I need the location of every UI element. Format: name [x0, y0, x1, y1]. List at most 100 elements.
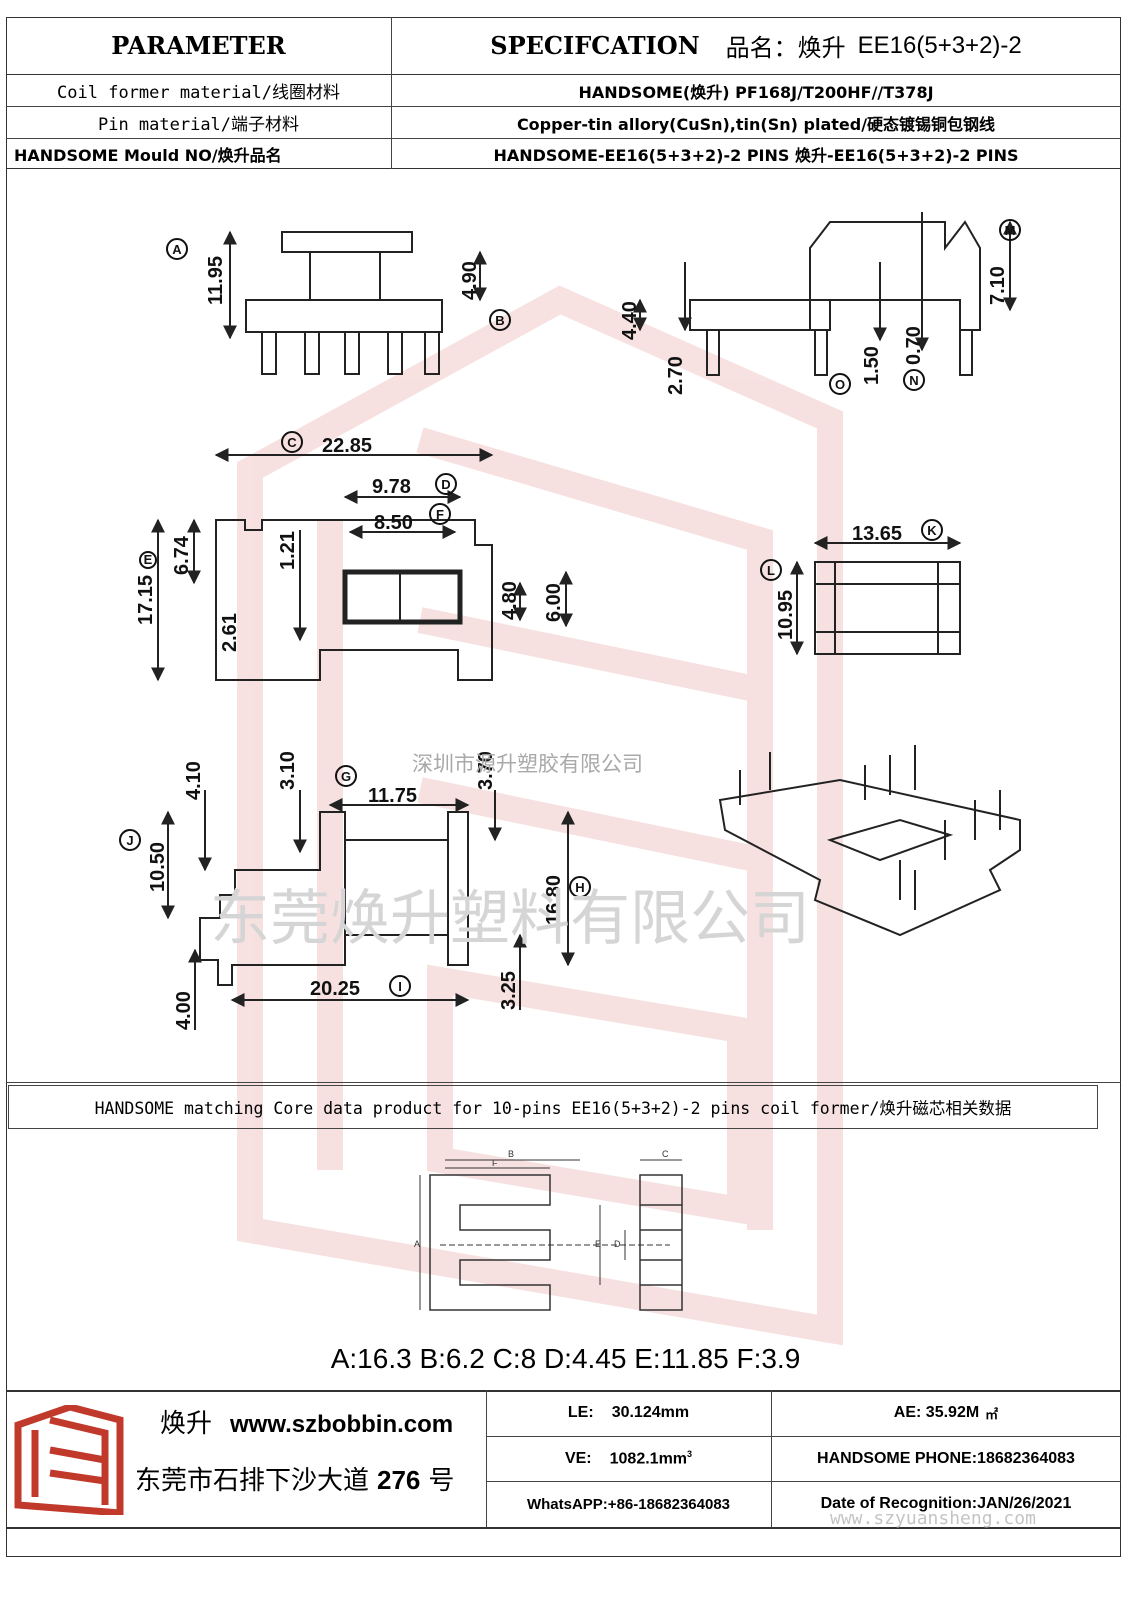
dim-3-70: 3.70 [475, 751, 497, 790]
ve-label: VE: [564, 1449, 592, 1467]
dim-4-40: 4.40 [619, 301, 641, 340]
footer-divider-2 [771, 1390, 772, 1527]
ae-label: AE: 35.92M [893, 1404, 980, 1421]
label-k: K [921, 519, 943, 541]
product-name-label: 品名：焕升 [725, 34, 846, 62]
footer-row-line-1 [486, 1436, 1121, 1437]
svg-text:H: H [575, 880, 584, 895]
footer-address-suffix: 号 [428, 1466, 455, 1496]
spec-label: SPECIFCATION [490, 31, 700, 60]
label-b: B [489, 309, 511, 331]
label-n: N [903, 369, 925, 391]
coil-material-value: HANDSOME(焕升) PF168J/T200HF//T378J [578, 82, 934, 102]
label-m: M [999, 219, 1021, 241]
bottom-view-outline [199, 811, 346, 986]
core-label-a: A [414, 1239, 420, 1249]
svg-text:M: M [1005, 223, 1016, 238]
footer-le: LE: 30.124mm [486, 1390, 771, 1436]
specification-cell: SPECIFCATION 品名：焕升 EE16(5+3+2)-2 [391, 17, 1121, 74]
core-label-c: C [662, 1149, 669, 1159]
core-label-d: D [614, 1239, 621, 1249]
footer-date: Date of Recognition:JAN/26/2021 [820, 1495, 1072, 1512]
label-o: O [829, 373, 851, 395]
svg-text:O: O [835, 377, 845, 392]
dim-h-value: 16.80 [543, 875, 565, 925]
dim-4-10: 4.10 [183, 761, 205, 800]
label-l: L [760, 559, 782, 581]
dim-d-value: 9.78 [372, 476, 411, 498]
pin-material-label: Pin material/端子材料 [97, 115, 300, 135]
coil-material-label: Coil former material/线圈材料 [57, 83, 340, 103]
product-name-value: EE16(5+3+2)-2 [857, 31, 1022, 59]
dim-l-value: 10.95 [775, 590, 797, 640]
dim-4-00: 4.00 [173, 991, 195, 1030]
footer-address: 东莞市石排下沙大道 276 号 [135, 1460, 454, 1497]
label-h: H [569, 876, 591, 898]
end-view-outline [814, 561, 961, 655]
header-row: PARAMETER SPECIFCATION 品名：焕升 EE16(5+3+2)… [6, 17, 1121, 75]
watermark-company-top: 深圳市源升塑胶有限公司 [412, 752, 643, 776]
dim-a-value: 11.95 [205, 256, 227, 305]
dim-1-50: 1.50 [861, 346, 883, 385]
dim-j-value: 10.50 [147, 842, 169, 892]
dim-6-74: 6.74 [171, 535, 193, 575]
label-a: A [166, 238, 188, 260]
mould-no-label: HANDSOME Mould NO/焕升品名 [14, 145, 282, 165]
footer-website[interactable]: www.szbobbin.com [230, 1411, 454, 1438]
dim-3-10: 3.10 [277, 751, 299, 790]
footer-phone: HANDSOME PHONE:18682364083 [817, 1449, 1075, 1467]
footer-ae: AE: 35.92M ㎡ [771, 1390, 1121, 1436]
dim-2-61: 2.61 [219, 613, 241, 652]
svg-text:E: E [144, 552, 153, 567]
handsome-logo [14, 1405, 124, 1515]
core-title-box: HANDSOME matching Core data product for … [8, 1085, 1098, 1129]
footer-bottom-line [6, 1527, 1121, 1529]
spec-sheet [6, 17, 1121, 1557]
svg-text:L: L [767, 563, 775, 578]
label-e: E [139, 551, 157, 569]
technical-drawing: 11.95 4.90 22.85 9.78 8.50 17.15 6.74 1.… [119, 212, 1021, 1030]
footer-top-line [6, 1390, 1121, 1392]
svg-text:J: J [126, 833, 133, 848]
spec-row-mould: HANDSOME Mould NO/焕升品名 HANDSOME-EE16(5+3… [6, 139, 1121, 169]
dim-3-25: 3.25 [498, 971, 520, 1010]
ve-value: 1082.1mm [609, 1450, 688, 1468]
svg-text:G: G [341, 769, 351, 784]
spec-row-pin: Pin material/端子材料 Copper-tin allory(CuSn… [6, 107, 1121, 139]
dim-0-70: 0.70 [903, 326, 925, 365]
watermark-company-mid: 东莞焕升塑料有限公司 [210, 884, 810, 954]
dim-f-value: 8.50 [374, 512, 413, 534]
pin-material-value: Copper-tin allory(CuSn),tin(Sn) plated/硬… [516, 114, 996, 134]
label-j: J [119, 829, 141, 851]
dim-g-value: 11.75 [368, 785, 417, 807]
core-label-f: F [492, 1158, 498, 1168]
core-values: A:16.3 B:6.2 C:8 D:4.45 E:11.85 F:3.9 [330, 1343, 801, 1374]
core-label-b: B [508, 1149, 514, 1159]
e-core-side [639, 1174, 683, 1311]
dim-m-value: 7.10 [987, 266, 1009, 305]
parameter-label: PARAMETER [111, 31, 286, 60]
svg-text:B: B [495, 313, 504, 328]
le-label: LE: [567, 1404, 594, 1421]
dim-4-90: 4.90 [459, 261, 481, 300]
e-core-front [429, 1174, 551, 1311]
footer-brand-line: 焕升 www.szbobbin.com [160, 1403, 453, 1440]
label-i: I [389, 975, 411, 997]
core-title-top-line [6, 1082, 1121, 1083]
le-value: 30.124mm [611, 1404, 690, 1421]
footer-brand: 焕升 [160, 1409, 213, 1439]
ae-unit: ㎡ [985, 1406, 999, 1422]
label-d: D [435, 473, 457, 495]
dim-k-value: 13.65 [852, 523, 902, 545]
svg-text:K: K [927, 523, 937, 538]
side-view-outline [809, 220, 981, 331]
core-drawing: B F A E C D [414, 1149, 683, 1311]
footer-row-line-2 [486, 1481, 1121, 1482]
isometric-view [718, 778, 1021, 937]
label-c: C [281, 431, 303, 453]
spec-row-coil: Coil former material/线圈材料 HANDSOME(焕升) P… [6, 75, 1121, 107]
front-base [245, 299, 443, 333]
footer-divider-1 [486, 1390, 487, 1527]
dim-e-value: 17.15 [135, 575, 157, 625]
footer-watermark-url: www.szyuansheng.com [830, 1508, 1036, 1529]
